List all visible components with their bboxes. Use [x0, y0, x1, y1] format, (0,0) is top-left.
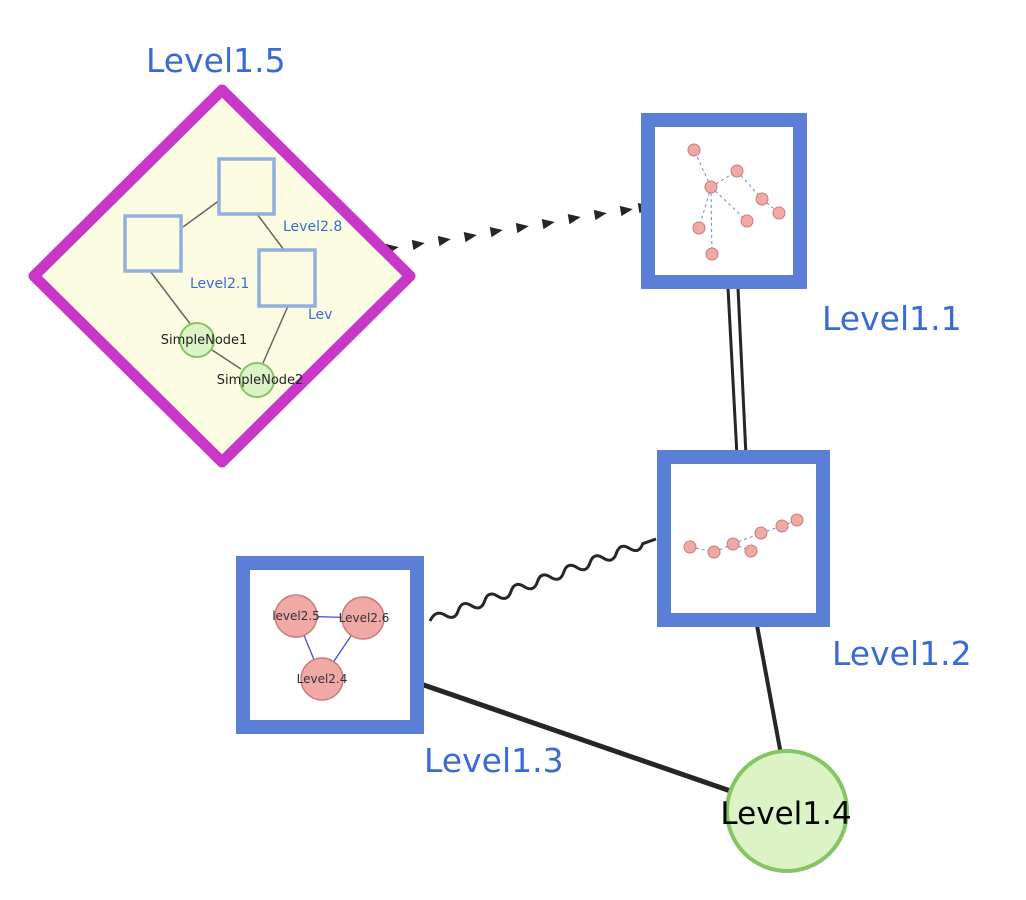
mini-node[interactable] — [707, 545, 721, 559]
mini-node[interactable] — [772, 206, 786, 220]
mini-node[interactable] — [775, 519, 789, 533]
mini-edge — [710, 186, 748, 222]
mini-node[interactable] — [755, 192, 769, 206]
mini-node[interactable] — [705, 247, 719, 261]
label-level12: Level1.2 — [832, 634, 972, 673]
node-simplenode1[interactable] — [179, 322, 215, 358]
label-simplenode2: SimpleNode2 — [217, 373, 304, 388]
label-level21: Level2.1 — [190, 276, 249, 292]
node-level12[interactable] — [657, 450, 830, 627]
top-level-edges — [385, 202, 784, 799]
mini-node[interactable] — [744, 544, 758, 558]
node-simplenode2[interactable] — [239, 362, 275, 398]
label-level28: Level2.8 — [283, 219, 342, 235]
edge-level12-level14[interactable] — [754, 619, 784, 761]
node-level11-group — [641, 113, 807, 289]
level15-internal-edges — [149, 199, 289, 370]
mini-edge — [693, 149, 712, 188]
mini-node[interactable] — [704, 180, 718, 194]
level11-mini-graph — [687, 143, 786, 261]
node-level26[interactable] — [341, 596, 385, 640]
edge-simplenode1-simplenode2 — [211, 349, 242, 370]
mini-node[interactable] — [730, 164, 744, 178]
label-level25: level2.5 — [272, 609, 320, 623]
mini-node[interactable] — [790, 513, 804, 527]
node-level13-group: level2.5 Level2.6 Level2.4 — [236, 556, 424, 734]
mini-node[interactable] — [754, 526, 768, 540]
label-level11: Level1.1 — [822, 299, 962, 338]
edge-level15-level11[interactable] — [385, 202, 651, 255]
mini-edge — [710, 186, 713, 255]
mini-node[interactable] — [740, 214, 754, 228]
level13-mini-graph: level2.5 Level2.6 Level2.4 — [272, 594, 390, 701]
label-level15: Level1.5 — [146, 41, 286, 80]
label-level14: Level1.4 — [720, 796, 851, 832]
node-level12-group — [657, 450, 830, 627]
edge-level11-level12-line2[interactable] — [736, 287, 748, 457]
node-level14[interactable] — [725, 749, 849, 873]
mini-node[interactable] — [692, 221, 706, 235]
label-level24: Level2.4 — [297, 672, 348, 686]
node-level25[interactable] — [274, 594, 318, 638]
edge-level13-level12[interactable] — [428, 537, 657, 622]
node-level15[interactable] — [28, 84, 416, 468]
level12-mini-graph — [683, 513, 804, 559]
label-level13: Level1.3 — [424, 741, 564, 780]
node-level11[interactable] — [641, 113, 807, 289]
edge-level21-simplenode1 — [149, 270, 192, 326]
edge-level11-level12-line1[interactable] — [726, 287, 739, 457]
mini-node[interactable] — [726, 537, 740, 551]
node-level24[interactable] — [300, 657, 344, 701]
label-level26: Level2.6 — [339, 611, 390, 625]
node-lev[interactable] — [257, 248, 317, 308]
node-level28[interactable] — [217, 157, 276, 216]
edge-level28-lev — [256, 213, 285, 251]
edge-level21-level28 — [182, 199, 221, 228]
mini-node[interactable] — [683, 540, 697, 554]
edge-level13-level14[interactable] — [417, 680, 746, 799]
node-level21[interactable] — [123, 214, 183, 273]
mini-edge — [698, 186, 712, 229]
label-lev: Lev — [308, 307, 332, 323]
node-level15-group: Level2.8 Level2.1 Lev SimpleNode1 Simple… — [28, 84, 416, 468]
node-level13[interactable] — [236, 556, 424, 734]
mini-node[interactable] — [687, 143, 701, 157]
label-simplenode1: SimpleNode1 — [161, 333, 248, 348]
edge-lev-simplenode2 — [262, 305, 289, 364]
